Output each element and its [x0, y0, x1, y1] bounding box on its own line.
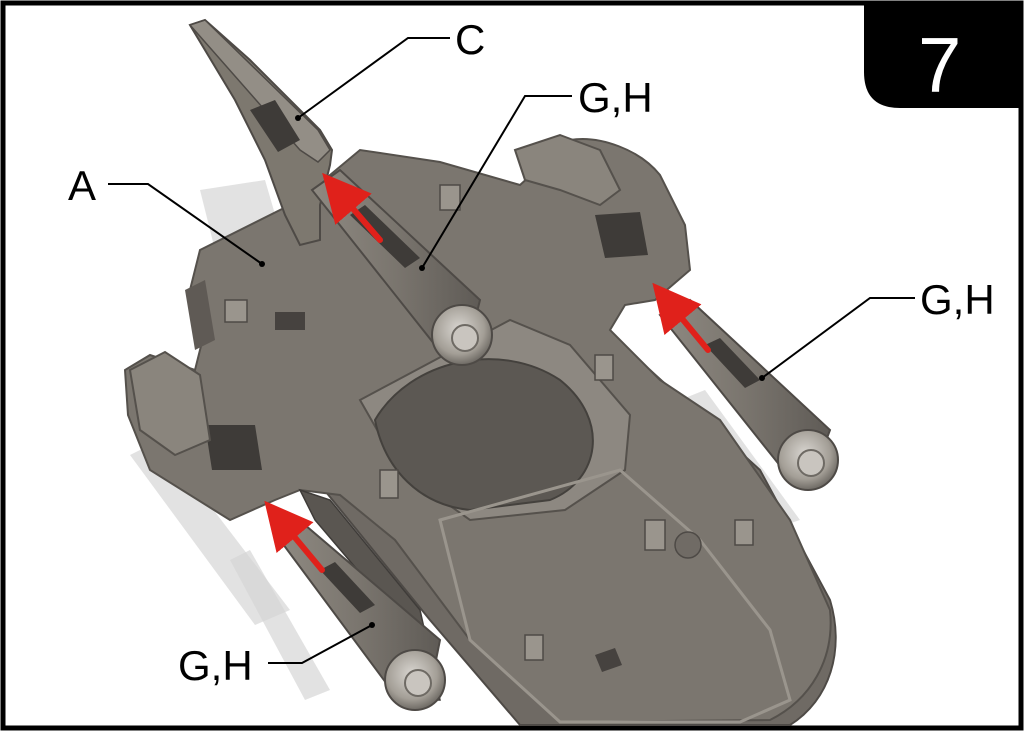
- leader-c: [297, 37, 450, 119]
- arrow-right: [652, 282, 711, 353]
- arrow-top: [322, 172, 383, 243]
- leader-lines: [108, 37, 915, 664]
- callout-a: A: [68, 162, 96, 209]
- leader-dots: [259, 115, 765, 628]
- leader-gh-bottom: [268, 624, 373, 664]
- step-badge: 7: [864, 3, 1021, 109]
- leader-gh-top: [421, 95, 572, 269]
- insertion-arrows: [264, 172, 711, 573]
- arrow-bottom: [264, 500, 325, 573]
- callout-gh-top: G,H: [578, 74, 653, 121]
- leader-gh-right: [761, 297, 915, 379]
- callout-gh-bottom: G,H: [178, 642, 253, 689]
- callout-gh-right: G,H: [920, 276, 995, 323]
- callout-c: C: [455, 16, 485, 63]
- leader-a: [108, 183, 263, 265]
- step-number: 7: [918, 21, 961, 109]
- part-c-fin: [188, 18, 334, 247]
